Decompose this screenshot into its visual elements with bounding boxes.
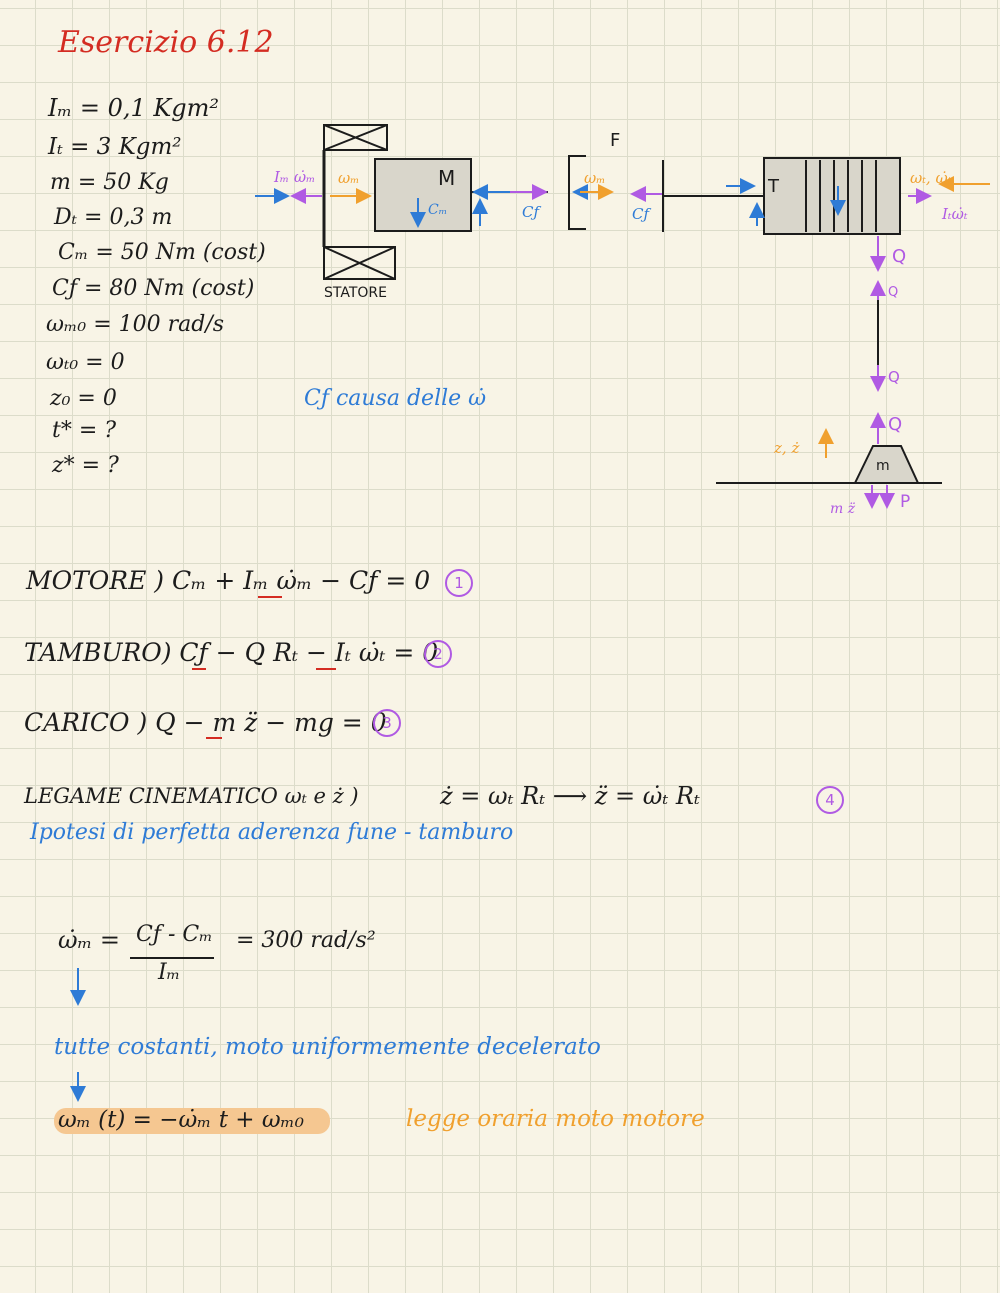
mass-label: m [876, 458, 890, 474]
motor-label: M [438, 166, 456, 190]
given-mass: m = 50 Kg [50, 170, 169, 195]
load-equation: CARICO ) Q − m z̈ − mg = 0 [24, 708, 387, 737]
mass-inertia-label: m z̈ [830, 501, 856, 517]
given-dt: Dₜ = 0,3 m [54, 205, 173, 230]
rope-force-label-3: Q [888, 368, 900, 386]
drum-speed-label: ωₜ, ω̇ₜ [910, 169, 952, 187]
solution-numerator: Cƒ - Cₘ [136, 922, 213, 947]
given-cf: Cƒ = 80 Nm (cost) [52, 276, 255, 301]
motor-box [374, 158, 472, 232]
given-it: Iₜ = 3 Kgm² [48, 134, 182, 160]
stator [322, 124, 396, 280]
solution-denominator: Iₘ [158, 960, 181, 985]
motor-inertia-torque-label: Iₘ ω̇ₘ [274, 168, 316, 186]
coupling [568, 155, 765, 232]
given-wm0: ωₘ₀ = 100 rad/s [46, 312, 225, 337]
solution-lhs: ω̇ₘ = [58, 926, 121, 954]
mass-block [853, 445, 920, 484]
kinematic-equation: ż = ωₜ Rₜ ⟶ z̈ = ω̇ₜ Rₜ [440, 782, 700, 810]
motion-law: ωₘ (t) = −ω̇ₘ t + ωₘ₀ [58, 1107, 304, 1133]
given-zstar: z* = ? [52, 453, 119, 478]
given-tstar: t* = ? [52, 418, 117, 443]
hypothesis-note: Ipotesi di perfetta aderenza fune - tamb… [30, 820, 514, 845]
drum-equation-number: 2 [424, 640, 452, 668]
given-im: Iₘ = 0,1 Kgm² [48, 94, 220, 122]
drum-label: T [768, 176, 779, 197]
given-wt0: ωₜ₀ = 0 [46, 350, 125, 375]
mass-coordinate-label: z, ż [774, 439, 800, 457]
kinematic-equation-number: 4 [816, 786, 844, 814]
page-title: Esercizio 6.12 [58, 25, 274, 60]
orange-arrows [330, 176, 990, 458]
motion-law-note: legge oraria moto motore [406, 1106, 705, 1132]
load-equation-number: 3 [373, 709, 401, 737]
kinematic-label: LEGAME CINEMATICO ωₜ e ż ) [24, 784, 359, 808]
law-highlight [54, 1108, 330, 1134]
drum-inertia-torque-label: Iₜω̇ₜ [942, 205, 968, 223]
solution-result: = 300 rad/s² [236, 928, 376, 953]
motor-equation: MOTORE ) Cₘ + Iₘ ω̇ₘ − Cƒ = 0 [26, 566, 431, 595]
weight-label: P [900, 492, 911, 512]
motor-equation-number: 1 [445, 569, 473, 597]
given-cm: Cₘ = 50 Nm (cost) [58, 240, 266, 265]
motor-speed-label: ωₘ [338, 169, 360, 187]
friction-torque-label-1: Cƒ [522, 203, 540, 221]
equation-underlines [192, 596, 336, 739]
rope-force-label-4: Q [888, 414, 903, 435]
stator-label: STATORE [324, 285, 387, 301]
friction-torque-label-2: Cƒ [632, 205, 650, 223]
drum-equation: TAMBURO) Cƒ − Q Rₜ − Iₜ ω̇ₜ = 0 [24, 638, 439, 667]
rope-force-label-2: Q [888, 285, 899, 300]
motor-torque-label: Cₘ [428, 202, 448, 218]
rope-force-label-1: Q [892, 246, 907, 267]
friction-note: Cƒ causa delle ω̇ [304, 386, 487, 411]
coupling-label: F [610, 130, 621, 151]
purple-arrows [290, 184, 932, 509]
solution-note: tutte costanti, moto uniformemente decel… [54, 1034, 601, 1060]
coupling-speed-label: ωₘ [584, 169, 606, 187]
drum [763, 157, 901, 235]
given-z0: z₀ = 0 [50, 386, 117, 411]
